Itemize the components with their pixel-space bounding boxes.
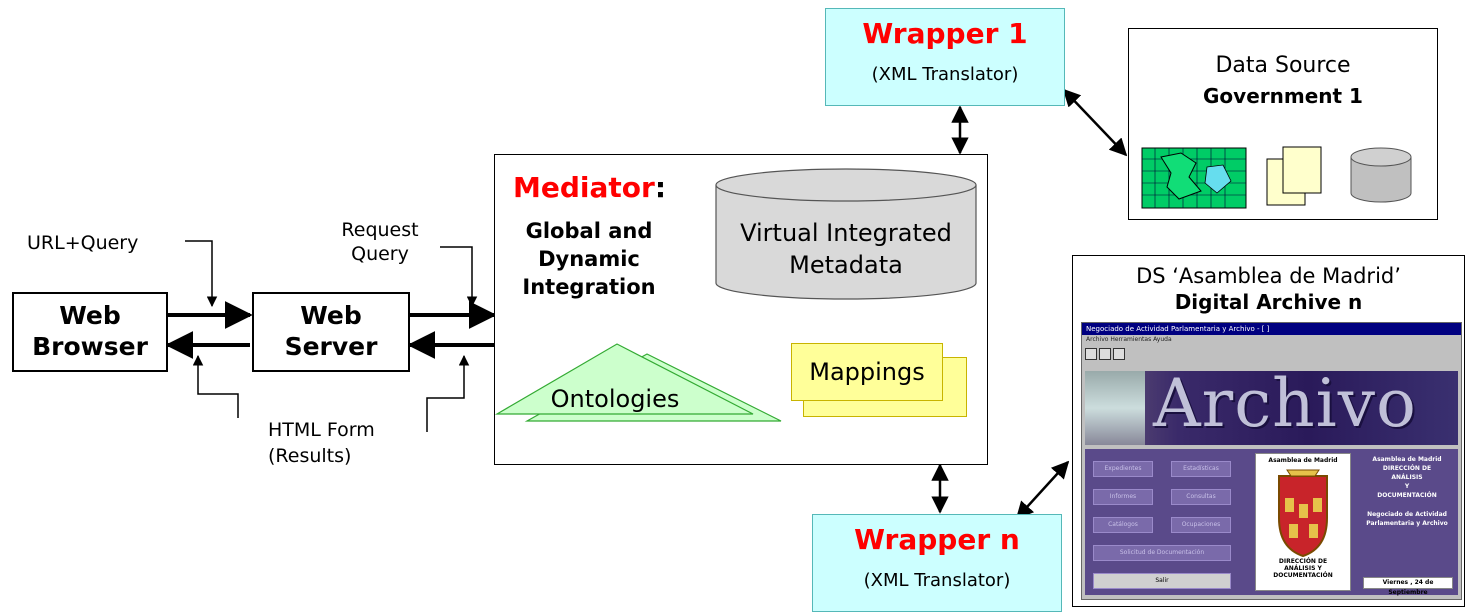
web-browser-box: Web Browser: [12, 292, 168, 372]
archive-banner-text: Archivo: [1153, 371, 1417, 442]
mediator-title-colon: :: [654, 171, 667, 204]
url-query-callout: [185, 240, 218, 308]
archive-crest-panel: Asamblea de Madrid DIRECCIÓN DE ANÁLISIS…: [1255, 453, 1351, 591]
request-query-line-2: Query: [351, 243, 409, 265]
metadata-label: Virtual Integrated Metadata: [715, 217, 977, 281]
archive-btn-salir: Salir: [1093, 573, 1231, 589]
web-server-box: Web Server: [252, 292, 410, 372]
metadata-cylinder: [715, 168, 977, 300]
archive-body: Expedientes Estadísticas Informes Consul…: [1085, 449, 1458, 596]
archive-window: Negociado de Actividad Parlamentaria y A…: [1081, 322, 1462, 600]
archive-btn-catalogos: Catálogos: [1093, 517, 1153, 533]
html-form-callout-2: [426, 354, 470, 432]
request-query-callout: [440, 246, 478, 308]
metadata-label-2: Metadata: [789, 251, 903, 279]
archive-info-5: DOCUMENTACIÓN: [1377, 492, 1437, 499]
data-source-box: Data Source Government 1: [1128, 28, 1438, 220]
archive-btn-estadisticas: Estadísticas: [1171, 461, 1231, 477]
database-icon: [1350, 147, 1412, 203]
mappings-note-front: Mappings: [791, 343, 943, 401]
web-browser-label-1: Web: [59, 301, 121, 330]
html-form-line-1: HTML Form: [268, 419, 375, 441]
archive-btn-solicitud: Solicitud de Documentación: [1093, 545, 1231, 561]
wrapper-n-title: Wrapper n: [854, 523, 1020, 556]
web-server-label-1: Web: [300, 301, 362, 330]
request-query-label: Request Query: [325, 218, 435, 266]
wrapper-n-box: Wrapper n (XML Translator): [812, 514, 1062, 612]
documents-icon: [1266, 146, 1322, 206]
archive-panel-footer-1: DIRECCIÓN DE: [1278, 558, 1328, 565]
wrapper-n-subtitle: (XML Translator): [863, 570, 1011, 591]
coat-of-arms-icon: [1278, 469, 1328, 558]
archive-btn-consultas: Consultas: [1171, 489, 1231, 505]
mediator-subtitle-2: Dynamic: [538, 247, 640, 271]
mediator-title: Mediator:: [513, 171, 666, 204]
mediator-subtitle: Global and Dynamic Integration: [501, 217, 677, 301]
web-browser-label-2: Browser: [32, 332, 148, 361]
archive-info: Asamblea de Madrid DIRECCIÓN DE ANÁLISIS…: [1357, 455, 1457, 528]
mediator-box: Mediator: Global and Dynamic Integration…: [494, 154, 988, 465]
archive-btn-informes: Informes: [1093, 489, 1153, 505]
wrapper-1-subtitle: (XML Translator): [871, 64, 1019, 85]
mediator-subtitle-1: Global and: [525, 219, 653, 243]
toolbar-icon-3: [1113, 348, 1125, 360]
html-form-line-2: (Results): [268, 445, 352, 467]
digital-archive-label-1: DS ‘Asamblea de Madrid’: [1136, 264, 1401, 288]
ontologies-label: Ontologies: [550, 385, 680, 413]
archive-info-3: ANÁLISIS: [1391, 474, 1423, 481]
data-source-label-1: Data Source: [1215, 53, 1351, 78]
mappings-label: Mappings: [809, 358, 925, 386]
html-form-callout: [192, 354, 239, 418]
archive-toolbar: [1082, 345, 1461, 360]
archive-info-2: DIRECCIÓN DE: [1382, 465, 1432, 472]
digital-archive-label-2: Digital Archive n: [1174, 290, 1363, 314]
toolbar-icon-2: [1099, 348, 1111, 360]
archive-date: Viernes , 24 de Septiembre: [1363, 577, 1453, 596]
url-query-label: URL+Query: [27, 232, 139, 254]
building-photo: [1085, 371, 1145, 445]
archive-panel-footer-2: ANÁLISIS Y DOCUMENTACIÓN: [1273, 565, 1333, 579]
archive-btn-expedientes: Expedientes: [1093, 461, 1153, 477]
archive-window-menu: Archivo Herramientas Ayuda: [1086, 336, 1172, 343]
wrapper-1-box: Wrapper 1 (XML Translator): [825, 8, 1065, 106]
metadata-label-1: Virtual Integrated: [740, 219, 952, 247]
wrapper1-datasource-arrow: [1062, 88, 1128, 157]
archive-info-7: Parlamentaria y Archivo: [1366, 520, 1448, 527]
request-query-line-1: Request: [341, 219, 419, 241]
wrapper-1-title: Wrapper 1: [862, 17, 1028, 50]
archive-window-title: Negociado de Actividad Parlamentaria y A…: [1082, 323, 1461, 335]
html-form-label: HTML Form (Results): [268, 417, 375, 469]
map-icon: [1141, 147, 1247, 209]
data-source-label-2: Government 1: [1203, 84, 1363, 108]
archive-btn-ocupaciones: Ocupaciones: [1171, 517, 1231, 533]
archive-info-1: Asamblea de Madrid: [1372, 456, 1442, 463]
archive-panel-title: Asamblea de Madrid: [1268, 457, 1338, 464]
mediator-title-text: Mediator: [513, 171, 655, 204]
archive-banner: Archivo: [1085, 371, 1458, 445]
archive-info-4: Y: [1404, 483, 1410, 490]
wrappern-archive-arrow: [1015, 460, 1070, 520]
archive-info-6: Negociado de Actividad: [1367, 511, 1447, 518]
web-server-label-2: Server: [284, 332, 378, 361]
mediator-subtitle-3: Integration: [522, 275, 656, 299]
ontologies-triangles: [495, 343, 782, 422]
toolbar-icon-1: [1085, 348, 1097, 360]
